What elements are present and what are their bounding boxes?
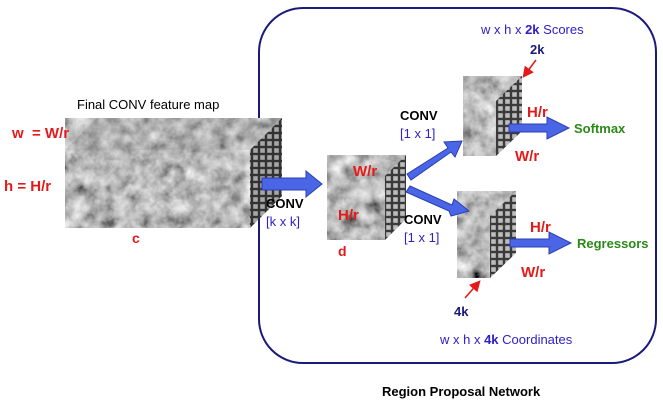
scores-cube: [463, 76, 522, 156]
coords-title: w x h x 4k Coordinates: [439, 332, 573, 347]
scores-title-suffix: Scores: [540, 22, 585, 37]
depth-4k-pointer: [464, 280, 481, 299]
coords-height-label: H/r: [530, 219, 551, 236]
arrow-input-to-conv: [261, 169, 323, 199]
mid-channels-label: d: [338, 243, 347, 259]
conv-bottom-label: CONV: [404, 212, 442, 227]
coords-title-prefix: w x h x: [439, 332, 484, 347]
arrow-to-coordinates: [405, 185, 471, 217]
input-feature-map-cube: [65, 118, 282, 228]
regressors-label: Regressors: [577, 236, 649, 251]
scores-width-label: W/r: [515, 148, 539, 165]
input-height-label: h = H/r: [4, 178, 51, 195]
scores-height-label: H/r: [527, 104, 548, 121]
arrow-to-softmax: [508, 116, 571, 140]
conv-bottom-kernel: [1 x 1]: [404, 230, 439, 245]
coords-title-suffix: Coordinates: [499, 332, 573, 347]
mid-height-label: H/r: [338, 207, 359, 224]
scores-title-bold: 2k: [525, 22, 540, 37]
input-channels-label: c: [132, 230, 140, 246]
input-caption: Final CONV feature map: [77, 97, 219, 112]
input-width-label: w = W/r: [11, 125, 69, 142]
intermediate-feature-cube: [327, 155, 406, 240]
mid-width-label: W/r: [353, 163, 377, 180]
coordinates-cube: [457, 191, 516, 278]
coords-title-bold: 4k: [484, 332, 499, 347]
coords-width-label: W/r: [521, 264, 545, 281]
conv-main-label: CONV: [266, 196, 304, 211]
coords-depth-label: 4k: [454, 304, 469, 319]
conv-top-kernel: [1 x 1]: [400, 126, 435, 141]
scores-title: w x h x 2k Scores: [480, 22, 584, 37]
scores-depth-label: 2k: [530, 42, 545, 57]
depth-2k-pointer: [522, 59, 537, 78]
diagram-title: Region Proposal Network: [382, 384, 541, 399]
conv-top-label: CONV: [400, 108, 438, 123]
softmax-label: Softmax: [574, 121, 626, 136]
arrow-to-regressors: [509, 231, 573, 255]
arrow-to-scores: [406, 140, 463, 181]
conv-main-kernel: [k x k]: [266, 214, 300, 229]
scores-title-prefix: w x h x: [480, 22, 525, 37]
